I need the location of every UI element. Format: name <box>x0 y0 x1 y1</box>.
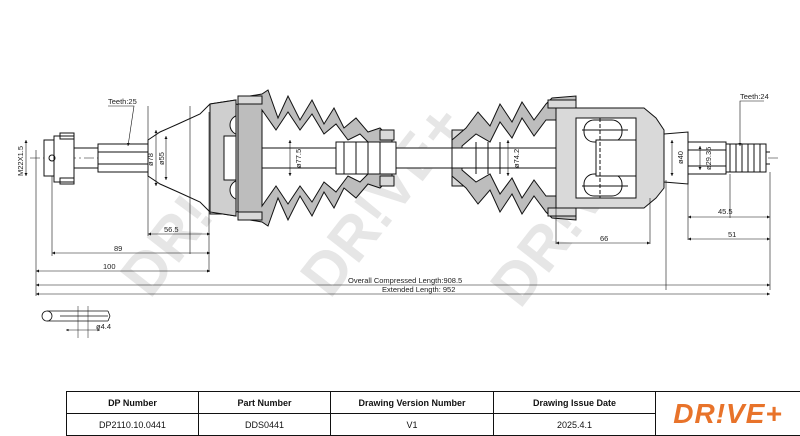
teeth-left-label: Teeth:25 <box>108 97 137 106</box>
brand-logo: DR!VE+ <box>673 397 783 429</box>
value-drawing-version: V1 <box>330 413 494 436</box>
header-dp-number: DP Number <box>66 391 199 414</box>
pin-diameter-label: ø4.4 <box>96 322 111 331</box>
overall-length-label: Overall Compressed Length:908.5 <box>348 276 462 285</box>
shaft-outline <box>30 89 780 227</box>
diameter-55-label: ø55 <box>157 152 166 165</box>
value-dp-number: DP2110.10.0441 <box>66 413 199 436</box>
length-100-label: 100 <box>103 262 116 271</box>
title-block-value-row: DP2110.10.0441 DDS0441 V1 2025.4.1 <box>66 413 800 436</box>
length-51-label: 51 <box>728 230 736 239</box>
dimension-lines <box>24 100 771 296</box>
value-issue-date: 2025.4.1 <box>493 413 656 436</box>
length-89-label: 89 <box>114 244 122 253</box>
diameter-29-35-label: ø29.35 <box>704 147 713 170</box>
length-45-5-label: 45.5 <box>718 207 733 216</box>
cotter-pin-detail <box>41 306 111 338</box>
diameter-40-label: ø40 <box>676 151 685 164</box>
length-66-label: 66 <box>600 234 608 243</box>
length-56-5-label: 56.5 <box>164 225 179 234</box>
title-block-header-row: DP Number Part Number Drawing Version Nu… <box>66 391 800 436</box>
diameter-78-label: ø78 <box>146 153 155 166</box>
diameter-74-2-label: ø74.2 <box>512 149 521 168</box>
extended-length-label: Extended Length: 952 <box>382 285 455 294</box>
title-block-table: DP Number Part Number Drawing Version Nu… <box>66 391 800 436</box>
brand-logo-cell: DR!VE+ <box>655 391 800 436</box>
header-drawing-version: Drawing Version Number <box>330 391 494 414</box>
thread-label: M22X1.5 <box>16 146 25 176</box>
header-part-number: Part Number <box>198 391 331 414</box>
diameter-77-5-label: ø77.5 <box>294 149 303 168</box>
teeth-right-label: Teeth:24 <box>740 92 769 101</box>
header-issue-date: Drawing Issue Date <box>493 391 656 414</box>
value-part-number: DDS0441 <box>198 413 331 436</box>
